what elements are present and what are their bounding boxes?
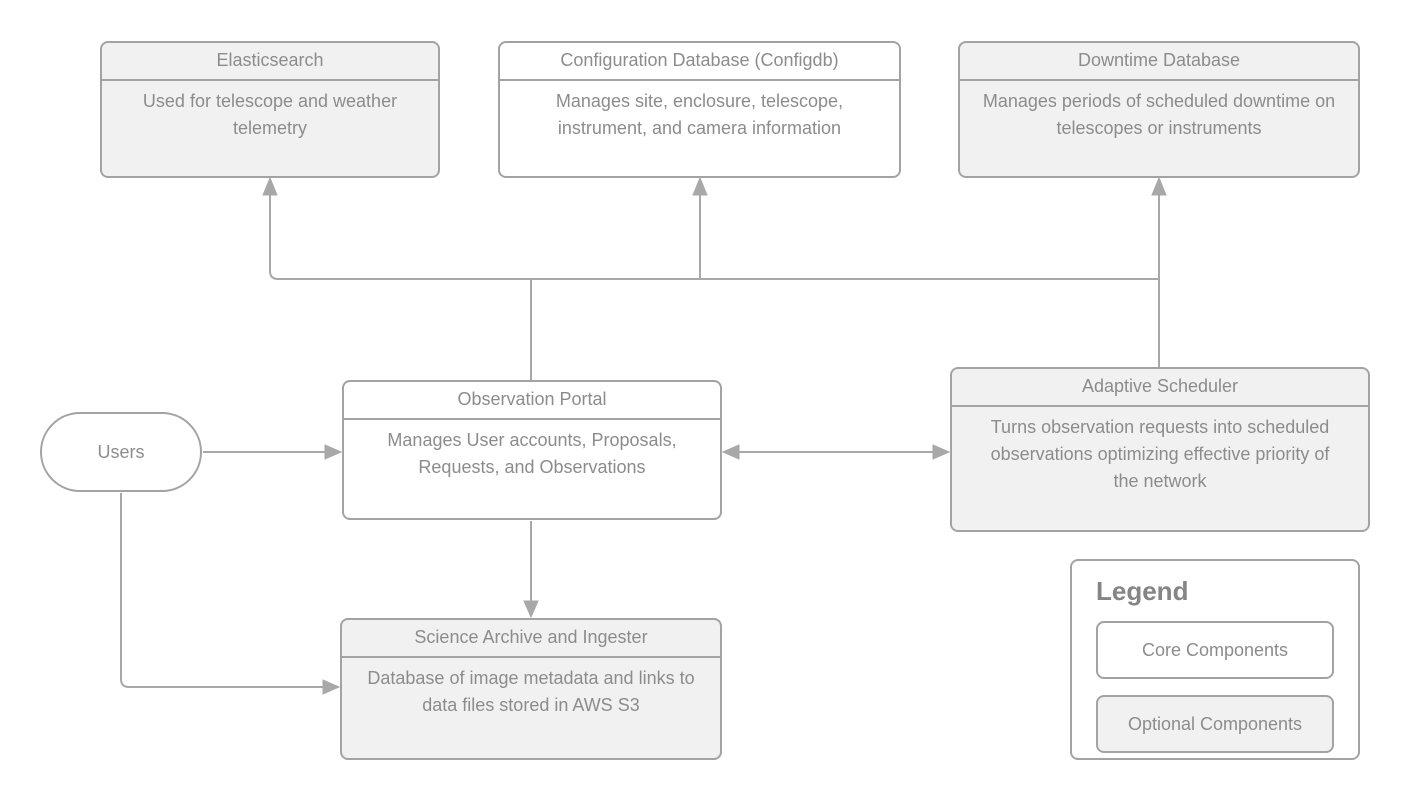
node-configdb-description: Manages site, enclosure, telescope, inst… bbox=[555, 91, 844, 138]
node-observation-portal-description: Manages User accounts, Proposals, Reques… bbox=[387, 430, 677, 477]
node-downtime-database-description: Manages periods of scheduled downtime on… bbox=[982, 91, 1336, 138]
node-elasticsearch-description: Used for telescope and weather telemetry bbox=[142, 91, 398, 138]
arrow-portal-scheduler-bidirectional bbox=[721, 444, 951, 460]
node-elasticsearch-title: Elasticsearch bbox=[102, 43, 438, 81]
node-configdb: Configuration Database (Configdb) Manage… bbox=[498, 41, 901, 178]
legend: Legend Core Components Optional Componen… bbox=[1070, 559, 1360, 760]
node-downtime-database-title: Downtime Database bbox=[960, 43, 1358, 81]
node-downtime-database: Downtime Database Manages periods of sch… bbox=[958, 41, 1360, 178]
arrow-users-to-archive bbox=[120, 493, 341, 695]
node-observation-portal: Observation Portal Manages User accounts… bbox=[342, 380, 722, 520]
arrow-users-to-portal bbox=[203, 444, 343, 460]
node-science-archive: Science Archive and Ingester Database of… bbox=[340, 618, 722, 760]
legend-title: Legend bbox=[1096, 576, 1189, 606]
node-observation-portal-title: Observation Portal bbox=[344, 382, 720, 420]
node-configdb-title: Configuration Database (Configdb) bbox=[500, 43, 899, 81]
arrow-scheduler-to-downtime bbox=[1151, 176, 1167, 367]
node-users: Users bbox=[40, 412, 202, 492]
node-science-archive-title: Science Archive and Ingester bbox=[342, 620, 720, 658]
legend-item-optional: Optional Components bbox=[1096, 695, 1334, 753]
arrow-portal-to-elasticsearch bbox=[262, 176, 1159, 280]
arrow-portal-to-archive bbox=[523, 521, 539, 619]
node-users-label: Users bbox=[97, 441, 145, 462]
node-elasticsearch: Elasticsearch Used for telescope and wea… bbox=[100, 41, 440, 178]
node-adaptive-scheduler-description: Turns observation requests into schedule… bbox=[990, 417, 1330, 491]
legend-item-core: Core Components bbox=[1096, 621, 1334, 679]
node-adaptive-scheduler: Adaptive Scheduler Turns observation req… bbox=[950, 367, 1370, 532]
arrow-portal-to-configdb bbox=[692, 176, 708, 279]
node-science-archive-description: Database of image metadata and links to … bbox=[367, 668, 695, 715]
node-adaptive-scheduler-title: Adaptive Scheduler bbox=[952, 369, 1368, 407]
